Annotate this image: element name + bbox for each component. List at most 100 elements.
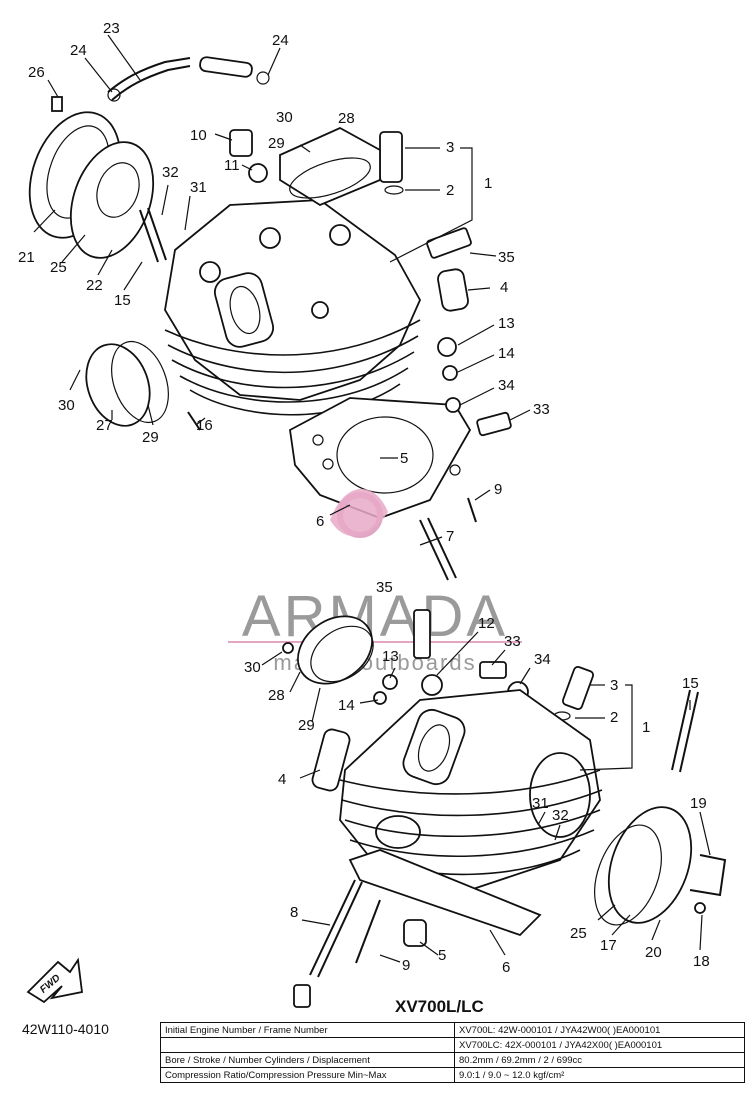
- callout-label: 6: [316, 513, 324, 530]
- callout-label: 6: [502, 959, 510, 976]
- callout-label: 34: [534, 651, 551, 668]
- callout-label: 15: [114, 292, 131, 309]
- bracket: [689, 854, 727, 897]
- callout-label: 16: [196, 417, 213, 434]
- callout-label: 29: [268, 135, 285, 152]
- callout-label: 31: [532, 795, 549, 812]
- spark-plug: [413, 609, 431, 659]
- callout-label: 1: [642, 719, 650, 736]
- diagram-code: 42W110-4010: [22, 1021, 109, 1037]
- callout-label: 14: [498, 345, 515, 362]
- watermark: ARMADA marine outboards: [228, 488, 522, 675]
- callouts-top: 23 24 24 26 10 30 28 3 2 1 11 29 32 31 3…: [18, 20, 550, 545]
- callout-label: 9: [402, 957, 410, 974]
- callout-label: 22: [86, 277, 103, 294]
- side-cover: [297, 615, 373, 685]
- callout-label: 17: [600, 937, 617, 954]
- callout-label: 33: [533, 401, 550, 418]
- dowel-pin: [403, 919, 427, 947]
- callout-label: 24: [272, 32, 289, 49]
- nut: [421, 674, 443, 696]
- callout-label: 8: [290, 904, 298, 921]
- spec-label: [160, 1037, 455, 1053]
- callout-label: 3: [610, 677, 618, 694]
- leader-lines: [33, 34, 711, 963]
- callout-label: 34: [498, 377, 515, 394]
- spec-value: 9.0:1 / 9.0 ~ 12.0 kgf/cm²: [454, 1067, 745, 1083]
- hose-clip: [256, 71, 270, 85]
- hose-segment: [199, 56, 253, 78]
- callout-label: 7: [446, 528, 454, 545]
- stud-bolt: [419, 519, 449, 581]
- rubber-plug: [311, 728, 351, 792]
- table-row: Bore / Stroke / Number Cylinders / Displ…: [160, 1052, 745, 1068]
- valve-guide: [379, 131, 403, 183]
- callout-label: 3: [446, 139, 454, 156]
- callout-label: 21: [18, 249, 35, 266]
- callout-label: 32: [552, 807, 569, 824]
- callout-label: 5: [400, 450, 408, 467]
- callout-label: 2: [610, 709, 618, 726]
- callout-label: 11: [224, 157, 240, 174]
- callout-label: 35: [498, 249, 515, 266]
- callout-label: 2: [446, 182, 454, 199]
- side-cover: [279, 126, 381, 207]
- callout-label: 31: [190, 179, 207, 196]
- callout-label: 30: [244, 659, 261, 676]
- washer: [442, 365, 458, 381]
- model-title: XV700L/LC: [395, 997, 484, 1016]
- rubber-plug: [437, 268, 469, 312]
- callout-label: 35: [376, 579, 393, 596]
- callout-label: 23: [103, 20, 120, 37]
- watermark-brand: ARMADA: [242, 584, 508, 649]
- table-row: Initial Engine Number / Frame Number XV7…: [160, 1022, 745, 1038]
- callout-label: 30: [276, 109, 293, 126]
- cam-cover: [607, 806, 693, 924]
- callout-label: 25: [570, 925, 587, 942]
- long-bolt: [139, 209, 159, 263]
- callout-label: 28: [268, 687, 285, 704]
- callout-label: 20: [645, 944, 662, 961]
- valve-guide: [561, 666, 595, 710]
- cylinder-head: [164, 199, 422, 401]
- cover-gasket: [69, 141, 155, 259]
- hose-clip: [107, 88, 121, 102]
- callout-label: 30: [58, 397, 75, 414]
- callout-label: 4: [500, 279, 508, 296]
- spark-plug: [426, 227, 472, 259]
- table-row: Compression Ratio/Compression Pressure M…: [160, 1067, 745, 1083]
- spec-label: Bore / Stroke / Number Cylinders / Displ…: [160, 1052, 455, 1068]
- callout-label: 33: [504, 633, 521, 650]
- intake-port: [214, 272, 274, 348]
- tappet-cover: [85, 343, 151, 427]
- callout-label: 29: [142, 429, 159, 446]
- washer: [445, 397, 461, 413]
- bolt: [51, 96, 63, 112]
- callout-label: 19: [690, 795, 707, 812]
- plug-bolt: [476, 411, 512, 437]
- callout-label: 1: [484, 175, 492, 192]
- bottom-assembly: FWD: [26, 609, 727, 1008]
- callout-label: 15: [682, 675, 699, 692]
- callout-label: 13: [382, 648, 399, 665]
- callout-label: 5: [438, 947, 446, 964]
- forward-arrow-icon: [26, 957, 83, 1004]
- callout-label: 24: [70, 42, 87, 59]
- table-row: XV700LC: 42X-000101 / JYA42X00( )EA00010…: [160, 1037, 745, 1053]
- callouts-bottom: 35 12 33 34 30 28 13 29 14 3 1 2 15 4 31…: [244, 579, 710, 976]
- spec-label: Initial Engine Number / Frame Number: [160, 1022, 455, 1038]
- callout-label: 25: [50, 259, 67, 276]
- stud-bolt: [187, 411, 201, 431]
- stud-bolt: [355, 899, 381, 964]
- callout-label: 18: [693, 953, 710, 970]
- washer: [248, 163, 268, 183]
- breather-hose: [107, 57, 191, 93]
- callout-label: 27: [96, 417, 113, 434]
- plug-bolt: [479, 661, 507, 679]
- spec-value: 80.2mm / 69.2mm / 2 / 699cc: [454, 1052, 745, 1068]
- callout-label: 29: [298, 717, 315, 734]
- callout-label: 32: [162, 164, 179, 181]
- callout-label: 28: [338, 110, 355, 127]
- callout-label: 9: [494, 481, 502, 498]
